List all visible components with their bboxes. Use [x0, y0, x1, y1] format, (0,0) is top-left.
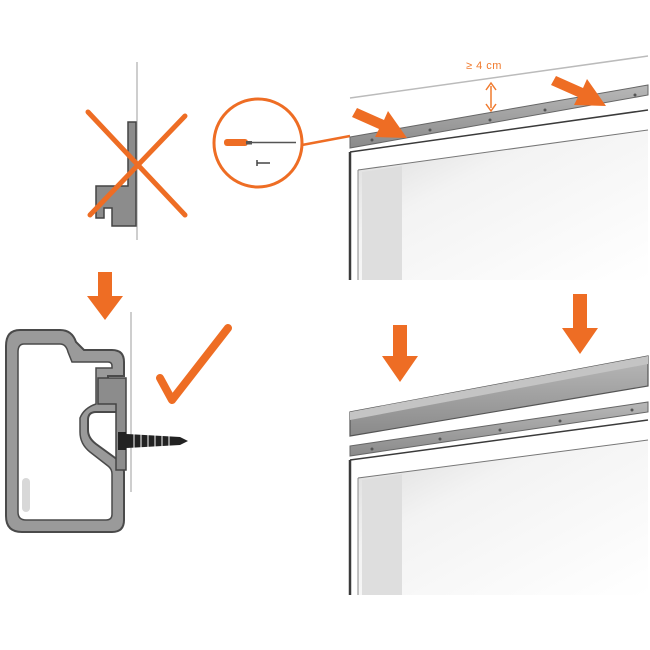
profile-highlight — [22, 478, 30, 512]
rail-installation-top — [348, 55, 649, 280]
gap-dimension-label: ≥ 4 cm — [466, 60, 502, 72]
rail-screw-holes — [370, 408, 634, 451]
profile-cross-section — [5, 312, 232, 533]
door-frame-bottom — [348, 419, 649, 595]
mounting-rail — [349, 84, 649, 149]
wrong-mount-detail — [85, 62, 188, 240]
down-arrow-icon — [382, 325, 418, 382]
tool-callout — [212, 97, 351, 189]
door-frame-top — [348, 109, 649, 280]
down-arrow-icon — [562, 294, 598, 354]
screw-icon — [256, 160, 270, 166]
callout-leader — [301, 134, 351, 147]
correct-checkmark-icon — [156, 324, 232, 404]
gap-dimension-arrow — [485, 81, 497, 113]
wrong-mount-cross-icon — [85, 109, 188, 218]
screw-icon — [118, 432, 188, 450]
push-arrow-icon — [551, 76, 606, 106]
screwdriver-icon — [224, 139, 296, 146]
ceiling-line — [349, 55, 649, 99]
rail-installation-bottom — [348, 294, 649, 595]
cover-rail-top — [350, 356, 648, 420]
push-arrow-icon — [352, 108, 407, 138]
profile-inner — [17, 343, 113, 521]
down-arrow-icon — [87, 272, 123, 320]
